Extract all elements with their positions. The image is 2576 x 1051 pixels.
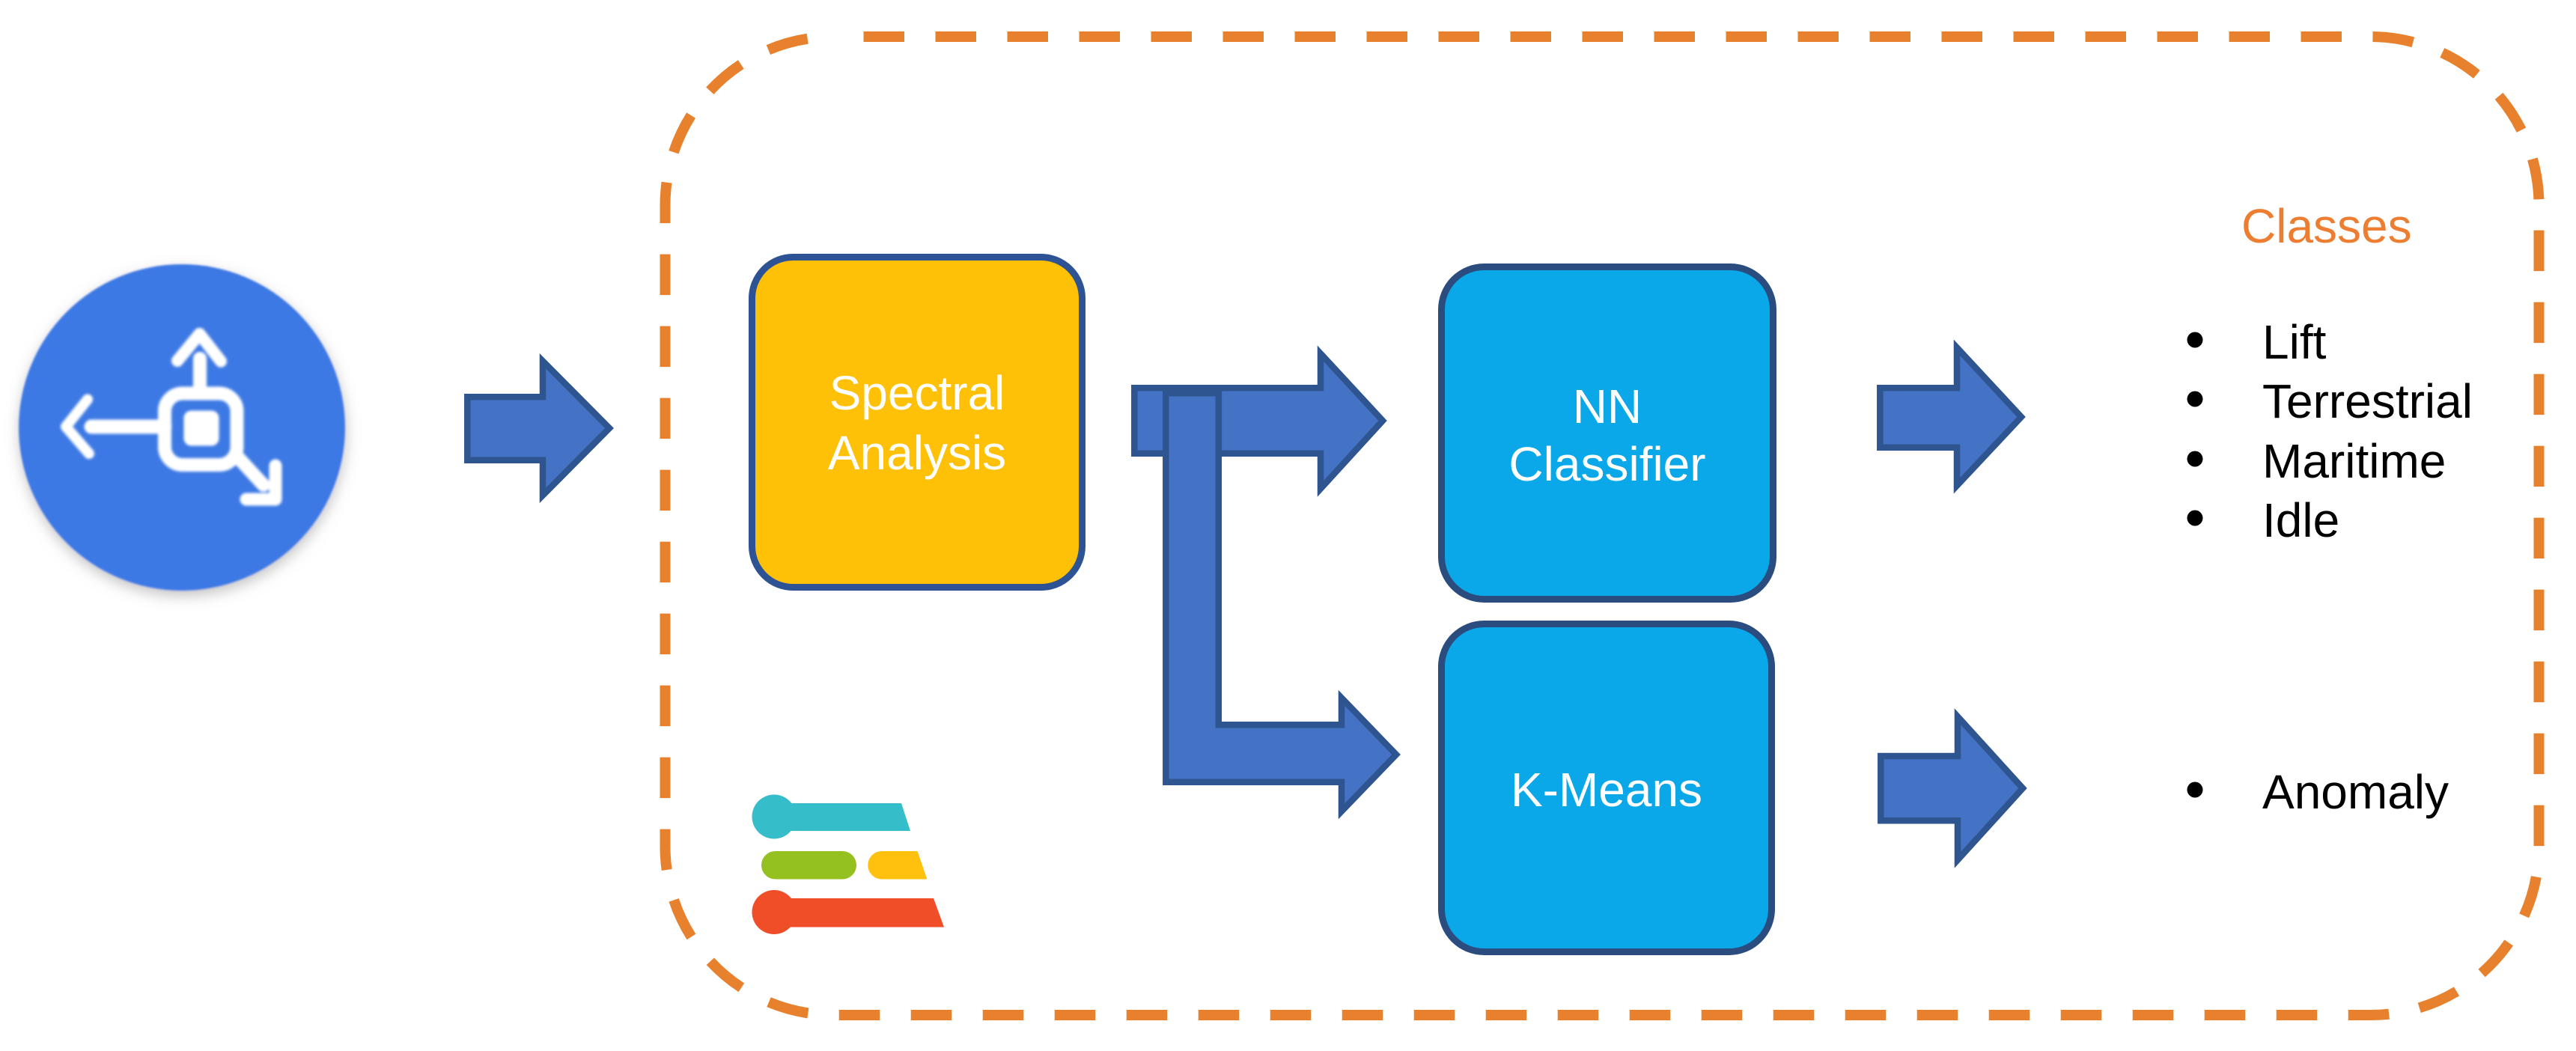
svg-text:NN: NN: [1573, 380, 1642, 433]
svg-text:Terrestrial: Terrestrial: [2262, 374, 2473, 428]
svg-text:Anomaly: Anomaly: [2262, 765, 2449, 819]
svg-text:Maritime: Maritime: [2262, 434, 2446, 488]
svg-text:Analysis: Analysis: [828, 426, 1006, 480]
svg-text:Classifier: Classifier: [1508, 437, 1705, 491]
svg-text:Spectral: Spectral: [829, 366, 1005, 420]
svg-text:Classes: Classes: [2241, 199, 2412, 253]
svg-text:Lift: Lift: [2262, 315, 2327, 369]
svg-text:K-Means: K-Means: [1511, 763, 1702, 817]
svg-text:Idle: Idle: [2262, 493, 2339, 547]
